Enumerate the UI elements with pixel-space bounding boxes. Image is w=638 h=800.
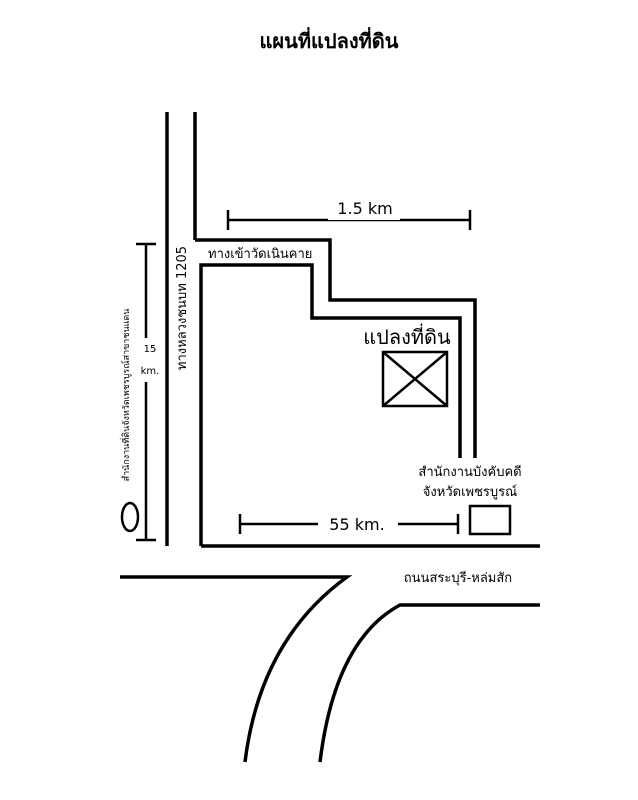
top-distance-label: 1.5 km: [337, 199, 392, 218]
distance-marker-bottom: 55 km.: [238, 512, 460, 536]
temple-road-label: ทางเข้าวัดเนินคาย: [208, 247, 312, 262]
left-distance-unit: km.: [141, 366, 160, 377]
main-road-right-curve: [318, 603, 540, 763]
execution-office-label-line2: จังหวัดเพชรบูรณ์: [423, 484, 517, 500]
land-office-label: สำนักงานที่ดินจังหวัดเพชรบูรณ์สาขาชนแดน: [119, 309, 132, 482]
plot-label: แปลงที่ดิน: [363, 323, 451, 349]
temple-road-outer-edge: [195, 238, 477, 460]
highway-1205: [165, 112, 197, 546]
temple-road-inner-edge: [199, 263, 462, 546]
main-road-label: ถนนสระบุรี-หล่มสัก: [404, 570, 512, 586]
left-dimension-label-bg: [138, 338, 158, 382]
execution-office-landmark: สำนักงานบังคับคดี จังหวัดเพชรบูรณ์: [404, 458, 534, 536]
land-office-landmark: สำนักงานที่ดินจังหวัดเพชรบูรณ์สาขาชนแดน: [119, 309, 140, 533]
distance-marker-left: 15 km.: [136, 242, 160, 542]
land-plot: แปลงที่ดิน: [363, 323, 451, 408]
main-road-saraburi-lomsak: [120, 575, 540, 763]
highway-label: ทางหลวงชนบท 1205: [175, 246, 190, 370]
execution-office-label-line1: สำนักงานบังคับคดี: [418, 464, 521, 480]
top-dimension-label-bg: [328, 196, 400, 220]
distance-marker-top: 1.5 km: [226, 196, 472, 230]
temple-road: [195, 238, 477, 546]
plot-box: [381, 350, 449, 408]
left-distance-number: 15: [144, 344, 157, 355]
bottom-distance-label: 55 km.: [329, 515, 384, 534]
main-road-left-curve: [120, 575, 353, 763]
execution-office-box: [468, 504, 512, 536]
plot-cross-2: [382, 351, 448, 407]
land-office-marker: [120, 501, 140, 533]
map-title: แผนที่แปลงที่ดิน: [260, 26, 399, 53]
bottom-dimension-label-bg: [318, 512, 398, 536]
execution-office-label-bg: [404, 458, 534, 498]
